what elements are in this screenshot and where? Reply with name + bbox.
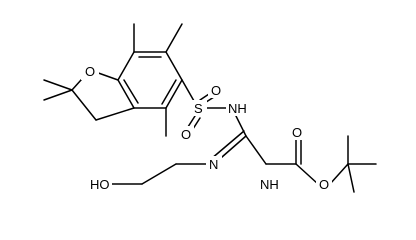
atom-labels: O O S O NH HO N NH O O xyxy=(81,62,332,192)
sulfonyl-oxygen-1-label: O xyxy=(211,83,221,98)
bond-o-tbu xyxy=(329,163,349,185)
bond-c6-c5 xyxy=(165,51,183,81)
bond-c-nh2 xyxy=(245,135,267,165)
bond-c3a-c7a xyxy=(117,79,135,109)
ring-oxygen-label: O xyxy=(85,64,95,79)
sulfonamide-nh-label: NH xyxy=(228,101,247,116)
sulfur-label: S xyxy=(194,101,203,116)
bond-c2-methyl-2 xyxy=(43,89,73,101)
sulfonyl-oxygen-2-label: O xyxy=(181,127,191,142)
bond-carbonyl-o xyxy=(295,163,319,185)
hydroxyl-label: HO xyxy=(90,177,110,192)
bond-c-n-b xyxy=(210,130,245,160)
bond-c7a-c7 xyxy=(117,51,135,81)
bond-tbu-methyl-3 xyxy=(347,163,355,193)
chemical-structure-diagram: O O S O NH HO N NH O O xyxy=(43,23,377,193)
carbamate-nh-label: NH xyxy=(260,177,279,192)
bond-ch2-ch2 xyxy=(141,163,177,185)
bond-c6-methyl xyxy=(165,23,183,53)
bond-c3-c3a xyxy=(95,107,135,121)
imine-nitrogen-label: N xyxy=(209,157,218,172)
bond-c2-methyl-1 xyxy=(43,79,73,91)
carbonyl-oxygen-label: O xyxy=(292,125,302,140)
bond-c3a-c7a-inner xyxy=(123,79,139,104)
bond-c5-c4 xyxy=(165,79,183,109)
bond-c5-c4-inner xyxy=(161,79,177,105)
bond-c2-c3 xyxy=(71,89,97,121)
ester-oxygen-label: O xyxy=(319,177,329,192)
